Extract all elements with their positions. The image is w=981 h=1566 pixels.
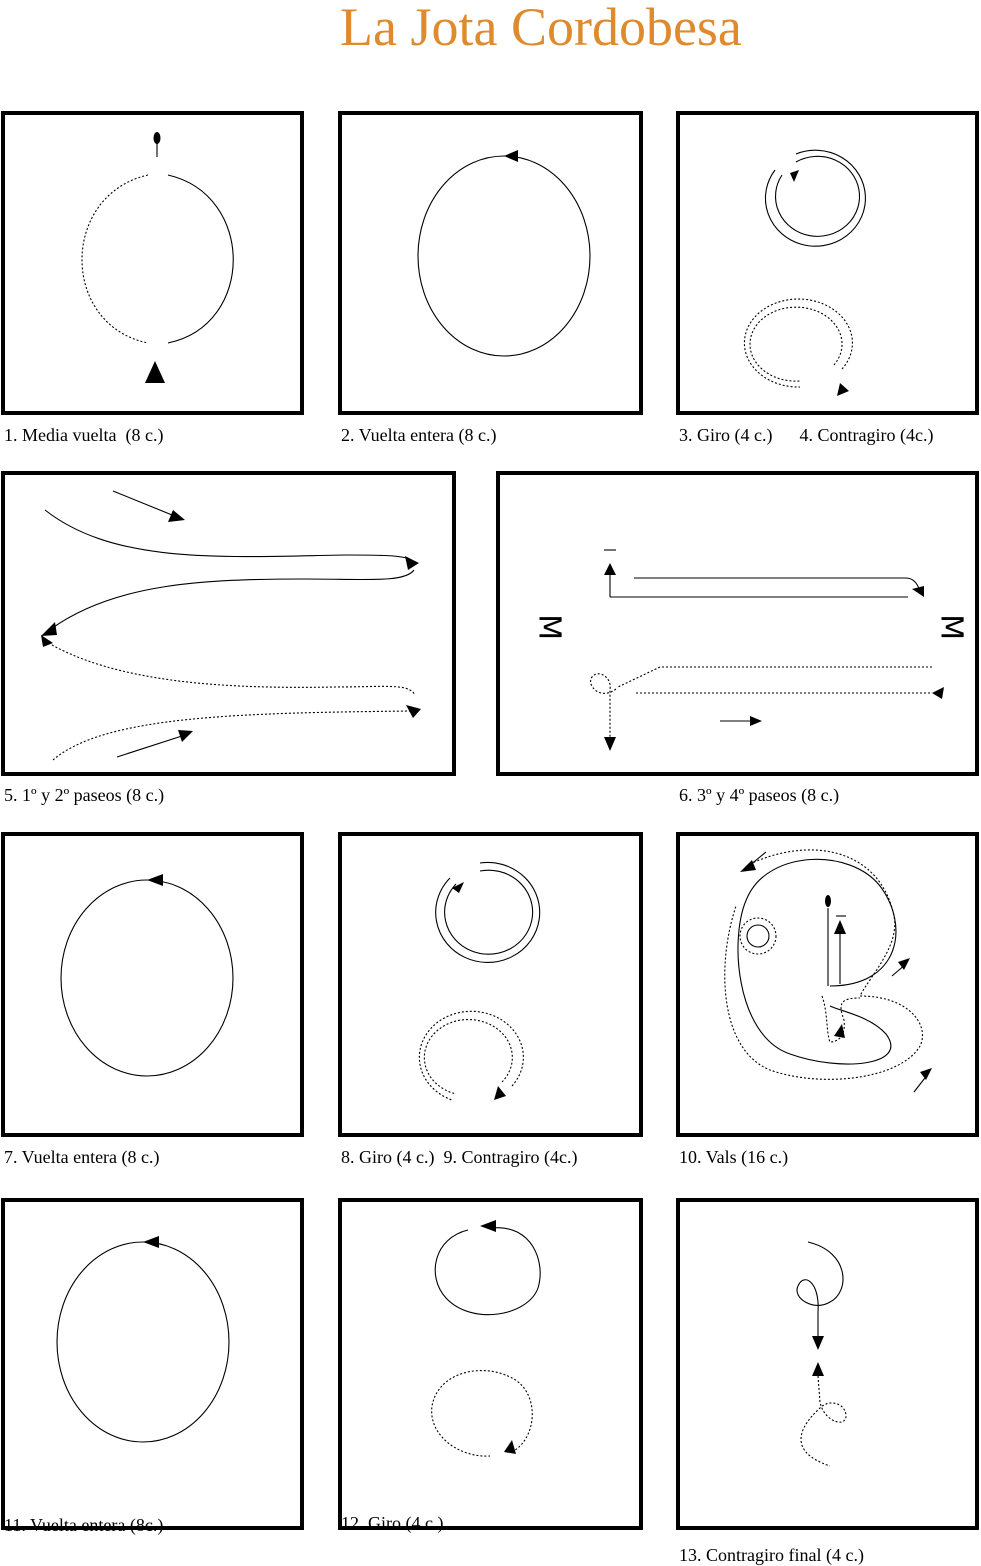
path-upper-l <box>609 571 908 598</box>
arrow-head-icon <box>41 622 57 636</box>
caption-2: 2. Vuelta entera (8 c.) <box>341 425 497 445</box>
paseos-3-4-diagram: M M <box>532 549 969 751</box>
giro-contragiro-diagram <box>743 149 866 396</box>
arrow-head-icon <box>504 1440 516 1454</box>
arrow-head-icon <box>168 510 185 522</box>
path-lower-long <box>617 666 932 688</box>
arrow-head-icon <box>834 1024 845 1038</box>
arrow-head-icon <box>834 920 846 934</box>
arrow-head-icon <box>405 556 419 570</box>
woman-marker-icon <box>153 132 161 144</box>
panel-giro-final <box>338 1198 643 1530</box>
arrow-head-icon <box>178 730 193 742</box>
caption-7: 7. Vuelta entera (8 c.) <box>4 1147 160 1167</box>
caption-8-9: 8. Giro (4 c.) 9. Contragiro (4c.) <box>341 1147 578 1167</box>
giro-outer <box>764 149 866 247</box>
vuelta-entera-diagram-2 <box>60 874 234 1077</box>
arrow-head-icon <box>406 705 421 718</box>
giro-inner <box>444 869 534 955</box>
giro-dotted <box>431 1370 533 1457</box>
arrow-head-icon <box>750 716 762 726</box>
giro-contragiro-diagram-2 <box>418 861 541 1101</box>
arrow-head-icon <box>604 737 616 751</box>
vuelta-entera-diagram <box>417 150 591 357</box>
path-solid-half <box>167 174 234 344</box>
contragiro-dotted <box>800 1375 847 1467</box>
arrow-head-icon <box>143 1236 159 1248</box>
caption-3-4: 3. Giro (4 c.) 4. Contragiro (4c.) <box>679 425 934 445</box>
vals-inner-dotted <box>821 995 861 1043</box>
arrow-head-icon <box>920 1068 932 1080</box>
vals-diagram <box>724 849 932 1093</box>
arrow-head-icon <box>812 1336 824 1350</box>
arrow-head-icon <box>932 687 944 699</box>
caption-1: 1. Media vuelta (8 c.) <box>4 425 164 445</box>
contragiro-inner <box>749 306 843 382</box>
path-top-solid <box>44 509 412 561</box>
media-vuelta-diagram <box>81 132 234 383</box>
page-title: La Jota Cordobesa <box>340 0 742 57</box>
direction-arrow-top <box>743 851 767 871</box>
path-return-dotted <box>44 640 416 696</box>
man-marker-icon <box>145 361 165 383</box>
path-circle <box>417 155 591 357</box>
path-bottom-dotted <box>52 710 412 761</box>
side-letter-left: M <box>532 614 567 640</box>
path-upper-long <box>634 577 921 592</box>
panel-paseos-3-4: M M <box>496 471 979 776</box>
side-letter-right: M <box>934 614 969 640</box>
arrow-head-icon <box>812 1362 824 1376</box>
caption-12: 12. Giro (4 c.) <box>341 1513 444 1533</box>
contragiro-solid <box>796 1241 844 1340</box>
vals-small-loop <box>746 924 770 948</box>
arrow-head-icon <box>912 586 924 597</box>
vuelta-entera-diagram-3 <box>56 1236 230 1443</box>
arrow-head-icon <box>898 958 910 970</box>
caption-10: 10. Vals (16 c.) <box>679 1147 789 1167</box>
panel-giro-contragiro-1 <box>676 111 979 415</box>
contragiro-outer <box>743 298 853 388</box>
caption-13: 13. Contragiro final (4 c.) <box>679 1545 864 1565</box>
caption-11: 11. Vuelta entera (8c.) <box>4 1515 164 1535</box>
contragiro-inner <box>423 1018 513 1095</box>
vals-small-loop-dotted <box>739 917 777 955</box>
arrow-head-icon <box>480 1220 496 1232</box>
woman-marker-icon <box>825 895 831 907</box>
caption-6: 6. 3º y 4º paseos (8 c.) <box>679 785 840 805</box>
vals-solid-loop <box>737 858 897 1065</box>
giro-arrow-icon <box>790 170 799 182</box>
panel-contragiro-final <box>676 1198 979 1530</box>
path-circle <box>56 1241 230 1443</box>
man-loop <box>590 673 617 737</box>
path-return-solid <box>50 569 415 630</box>
path-dotted-half <box>81 174 149 344</box>
arrow-head-icon <box>41 635 53 647</box>
vals-dotted-loop <box>724 849 924 1080</box>
path-circle <box>60 879 234 1077</box>
panel-vuelta-entera-3 <box>1 1198 304 1530</box>
panel-vuelta-entera-1 <box>338 111 643 415</box>
arrow-head-icon <box>504 150 518 162</box>
arrow-head-icon <box>604 563 616 575</box>
panel-giro-contragiro-2 <box>338 832 643 1137</box>
direction-arrow-top <box>112 490 178 518</box>
contragiro-arrow-icon <box>494 1086 506 1100</box>
contragiro-outer <box>418 1010 524 1101</box>
giro-solid <box>434 1227 541 1316</box>
contragiro-arrow-icon <box>837 383 849 396</box>
giro-arrow-icon <box>452 882 464 893</box>
giro-inner <box>775 155 861 237</box>
giro-final-diagram <box>431 1220 541 1457</box>
direction-arrow-bottom <box>116 734 186 758</box>
giro-outer <box>435 861 541 963</box>
panel-paseos-1-2 <box>1 471 456 776</box>
panel-vuelta-entera-2 <box>1 832 304 1137</box>
caption-5: 5. 1º y 2º paseos (8 c.) <box>4 785 165 805</box>
panel-vals <box>676 832 979 1137</box>
contragiro-final-diagram <box>796 1241 847 1467</box>
arrow-head-icon <box>147 874 163 886</box>
panel-media-vuelta <box>1 111 304 415</box>
paseos-1-2-diagram <box>41 490 421 761</box>
